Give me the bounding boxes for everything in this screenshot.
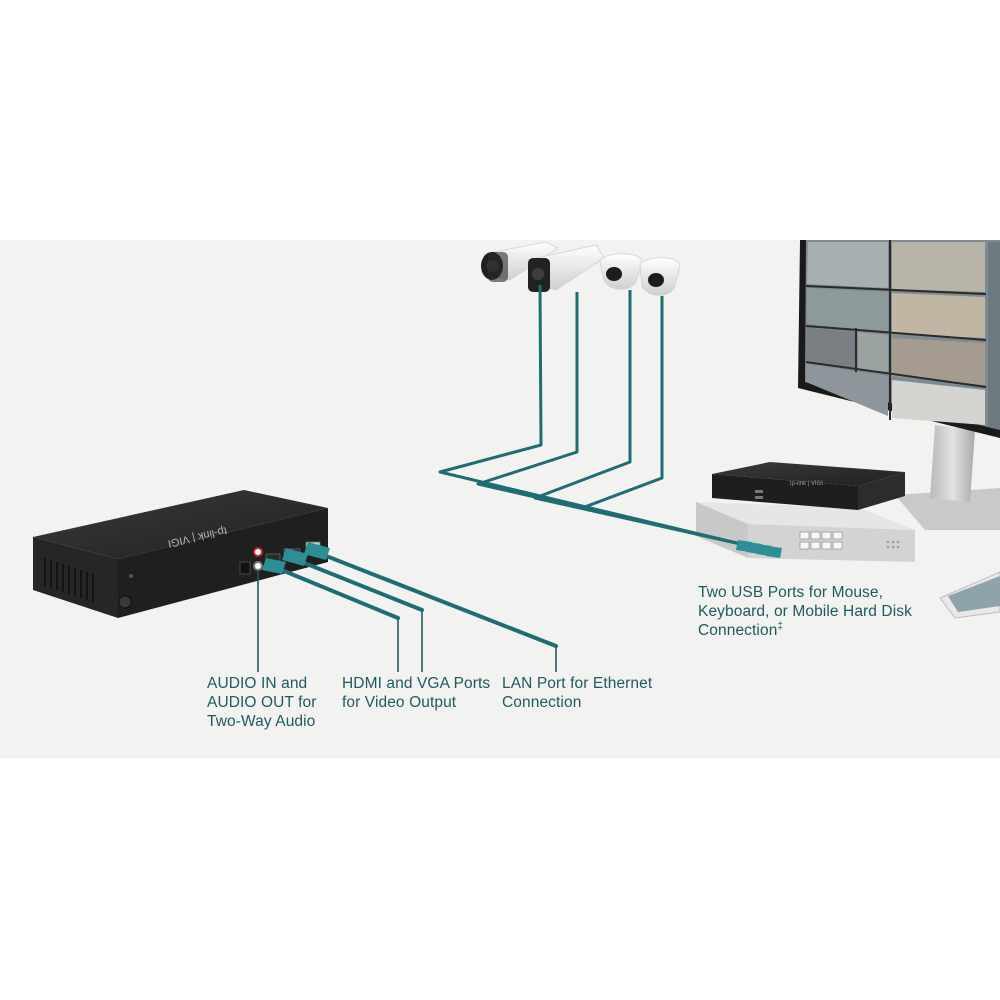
- callout-hdmi-vga: HDMI and VGA Ports for Video Output: [342, 674, 490, 712]
- poe-switch: [696, 502, 915, 562]
- callout-lan: LAN Port for Ethernet Connection: [502, 674, 652, 712]
- nvr-small-usb-port: [755, 490, 763, 493]
- reset-port-icon: [240, 562, 250, 574]
- nvr-small-logo: tp-link | VIGI: [790, 481, 823, 487]
- nvr-small-usb-port: [755, 496, 763, 499]
- audio-in-port-icon: [254, 548, 262, 556]
- audio-out-port-icon: [254, 562, 262, 570]
- nvr-cables: [272, 552, 556, 646]
- dome-camera-2: [640, 258, 680, 296]
- callout-leaders: [258, 570, 556, 672]
- power-port-icon: [119, 596, 131, 608]
- screw-icon: [129, 574, 133, 578]
- callout-audio: AUDIO IN and AUDIO OUT for Two-Way Audio: [207, 674, 317, 731]
- dome-camera-1: [600, 254, 642, 290]
- nvr-main: tp-link | VIGI: [33, 490, 328, 618]
- diagram-background: tp-link | VIGI: [0, 240, 1000, 758]
- nvr-small: tp-link | VIGI: [712, 462, 905, 510]
- callout-usb-text: Two USB Ports for Mouse, Keyboard, or Mo…: [698, 584, 912, 639]
- footnote-mark: ‡: [777, 621, 783, 632]
- monitor-stand-neck: [930, 425, 975, 502]
- smartphone: [940, 572, 1000, 618]
- callout-usb: Two USB Ports for Mouse, Keyboard, or Mo…: [698, 583, 912, 640]
- connection-diagram: tp-link | VIGI: [0, 240, 1000, 758]
